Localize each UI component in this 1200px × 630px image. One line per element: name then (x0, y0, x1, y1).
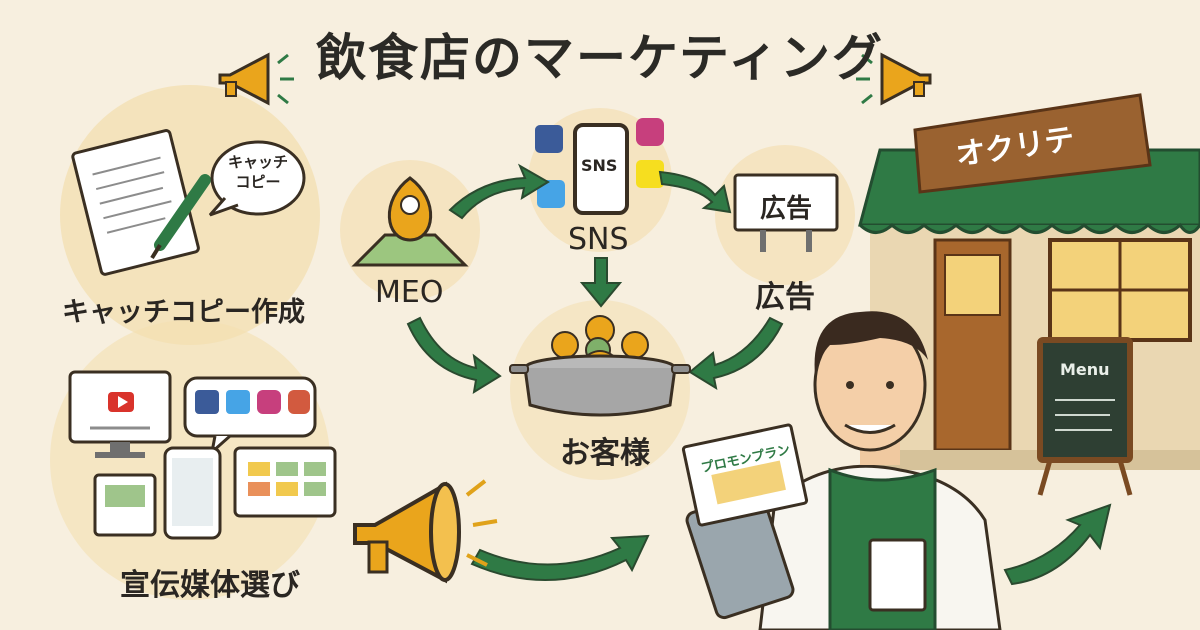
facebook-icon (535, 125, 563, 153)
sns-label: SNS (568, 222, 629, 257)
shop-staff-person (685, 311, 1002, 630)
sns-phone-text: SNS (581, 156, 618, 175)
facebook-icon (195, 390, 219, 414)
pen-icon (150, 174, 211, 260)
phone-icon (573, 123, 629, 215)
ad-label: 広告 (755, 280, 815, 315)
customers-label: お客様 (560, 436, 650, 471)
billboard-icon (733, 173, 839, 252)
megaphone-icon (856, 52, 932, 106)
tablet-icon (93, 473, 157, 537)
megaphone-icon (218, 52, 294, 106)
copywriting-label: キャッチコピー作成 (62, 297, 305, 328)
meo-label: MEO (375, 275, 444, 310)
copy-bubble-text: キャッチ コピー (228, 152, 288, 192)
snapchat-icon (636, 160, 664, 188)
instagram-icon (288, 390, 310, 414)
twitter-icon (537, 180, 565, 208)
instagram-icon (257, 390, 281, 414)
bubble-line-1: キャッチ (228, 153, 289, 171)
monitor-icon (68, 370, 172, 458)
pot-icon (509, 315, 691, 417)
twitter-icon (226, 390, 250, 414)
laptop-icon (233, 446, 337, 518)
shop-storefront (858, 93, 1200, 470)
page-title: 飲食店のマーケティング (316, 29, 884, 87)
menu-board-text: Menu (1060, 360, 1110, 379)
smartphone-icon (163, 446, 222, 540)
promo-plan-sheet (681, 423, 809, 527)
flow-arrows (406, 163, 1112, 586)
instagram-icon (636, 118, 664, 146)
media-label: 宣伝媒体選び (120, 568, 300, 603)
megaphone-icon (353, 479, 498, 584)
map-pin-icon (351, 176, 469, 267)
billboard-text: 広告 (760, 194, 813, 224)
bubble-line-2: コピー (235, 173, 281, 191)
menu-board (1037, 337, 1133, 496)
speech-bubble (208, 140, 306, 217)
